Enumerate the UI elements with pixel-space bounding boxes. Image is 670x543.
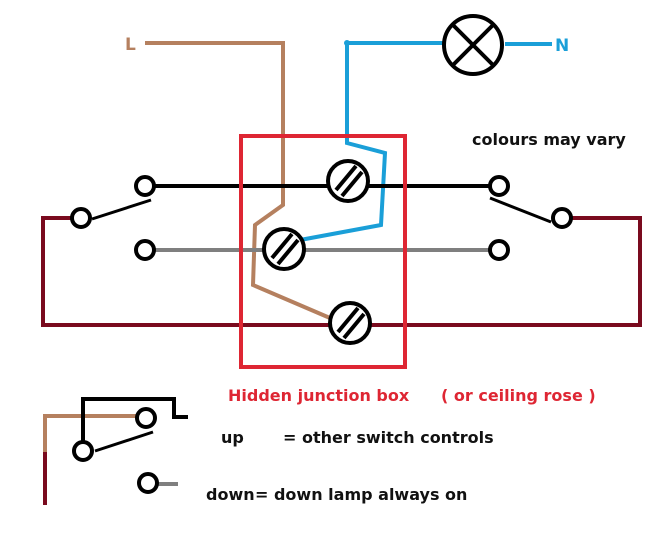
switch-right-common-terminal bbox=[551, 207, 573, 229]
junction-box-alt-label: ( or ceiling rose ) bbox=[441, 386, 596, 405]
terminal-bottom bbox=[328, 301, 372, 345]
legend-common-terminal bbox=[72, 440, 94, 462]
lamp-icon bbox=[442, 14, 504, 76]
legend-up-terminal bbox=[135, 407, 157, 429]
legend-down-terminal bbox=[137, 472, 159, 494]
legend-down-value: = down lamp always on bbox=[255, 485, 467, 504]
live-wire bbox=[145, 41, 331, 320]
switch-right-l1-terminal bbox=[488, 175, 510, 197]
legend-up-key: up bbox=[221, 428, 244, 447]
legend-live-wire bbox=[43, 414, 143, 452]
wire-junction-dot bbox=[344, 40, 350, 46]
legend-down-key: down bbox=[206, 485, 255, 504]
live-label: L bbox=[125, 35, 136, 55]
legend-lever bbox=[94, 430, 154, 453]
switch-left-common-terminal bbox=[70, 207, 92, 229]
switch-left-lever bbox=[91, 198, 152, 221]
switch-right bbox=[488, 175, 573, 261]
terminal-middle bbox=[262, 227, 306, 271]
colours-note: colours may vary bbox=[472, 130, 626, 149]
switch-left bbox=[70, 175, 156, 261]
neutral-label: N bbox=[555, 36, 569, 56]
terminal-top bbox=[326, 159, 370, 203]
switch-right-l2-terminal bbox=[488, 239, 510, 261]
legend-black-wire bbox=[81, 397, 188, 450]
junction-box bbox=[239, 134, 407, 369]
legend-up-value: = other switch controls bbox=[283, 428, 494, 447]
junction-box-label: Hidden junction box bbox=[228, 386, 410, 405]
switch-right-lever bbox=[489, 196, 552, 224]
switch-left-l1-terminal bbox=[134, 175, 156, 197]
switch-left-l2-terminal bbox=[134, 239, 156, 261]
switch-legend bbox=[43, 397, 188, 505]
